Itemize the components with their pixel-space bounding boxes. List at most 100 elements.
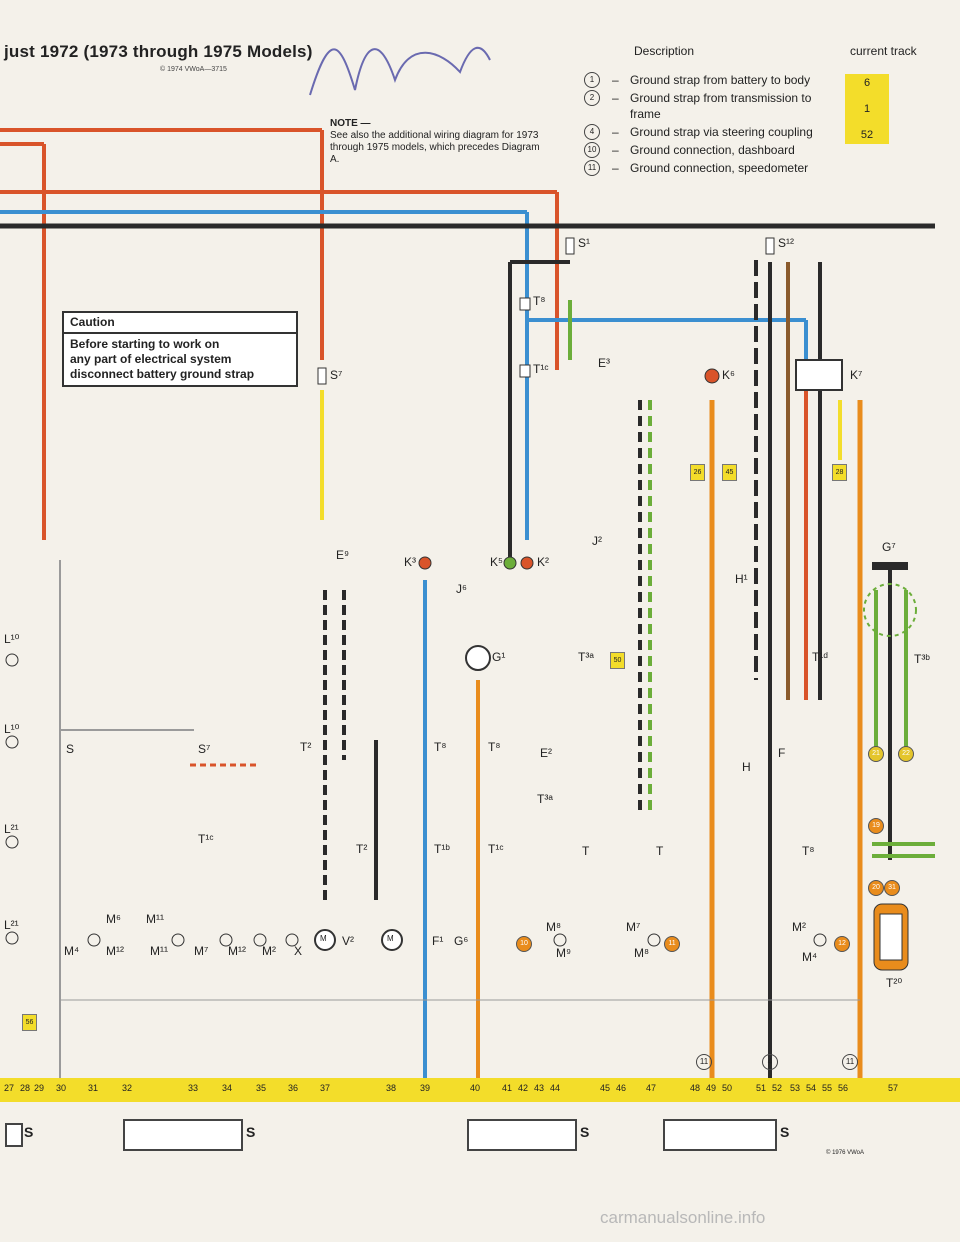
lamp-x-icon bbox=[285, 933, 299, 947]
track-value: 6 bbox=[863, 77, 871, 89]
label-t2: T² bbox=[300, 740, 312, 754]
connector-label: S bbox=[24, 1124, 34, 1140]
label-h: H bbox=[742, 760, 751, 774]
connector-label: S bbox=[246, 1124, 256, 1140]
track-badge-round: 31 bbox=[884, 880, 900, 896]
label-motor-m-2: M bbox=[387, 934, 394, 943]
label-l10-top: L¹⁰ bbox=[4, 632, 20, 646]
connector-strip-far-left bbox=[5, 1123, 23, 1147]
track-number: 50 bbox=[722, 1083, 733, 1093]
lamp-k6-icon bbox=[704, 368, 720, 384]
label-m7: M⁷ bbox=[194, 944, 209, 958]
label-m11: M¹¹ bbox=[146, 912, 164, 926]
label-e3: E³ bbox=[598, 356, 610, 370]
motor-m-icon bbox=[381, 929, 403, 951]
legend-item: 4–Ground strap via steering coupling bbox=[584, 124, 844, 140]
label-t3a-top: T³ᵃ bbox=[578, 650, 594, 664]
legend-text: Ground strap from transmission to frame bbox=[630, 91, 812, 121]
label-m9-left: M⁹ bbox=[556, 946, 572, 960]
track-number: 47 bbox=[646, 1083, 657, 1093]
label-t1b: T¹ᵇ bbox=[434, 842, 450, 856]
lamp-m12-icon bbox=[219, 933, 233, 947]
track-badge: 56 bbox=[22, 1014, 37, 1031]
lamp-m11-icon bbox=[171, 933, 185, 947]
track-number: 46 bbox=[616, 1083, 627, 1093]
label-l10: L¹⁰ bbox=[4, 722, 20, 736]
track-badge: 45 bbox=[722, 464, 737, 481]
label-m8-right: M⁸ bbox=[634, 946, 650, 960]
label-t2-low: T² bbox=[356, 842, 368, 856]
lamp-l21-icon bbox=[5, 931, 19, 945]
label-m6: M⁶ bbox=[106, 912, 121, 926]
label-t-right: T bbox=[656, 844, 664, 858]
track-badge-round: 11 bbox=[664, 936, 680, 952]
label-g6: G⁶ bbox=[454, 934, 469, 948]
track-number: 53 bbox=[790, 1083, 801, 1093]
lamp-m8-right-icon bbox=[647, 933, 661, 947]
fuel-gauge-g7-icon bbox=[872, 562, 908, 570]
track-number: 57 bbox=[888, 1083, 899, 1093]
track-number: 28 bbox=[20, 1083, 31, 1093]
page-title: just 1972 (1973 through 1975 Models) bbox=[4, 42, 313, 61]
note-heading: NOTE — bbox=[330, 118, 371, 129]
legend-item: 1–Ground strap from battery to body bbox=[584, 72, 844, 88]
label-t3b: T³ᵇ bbox=[914, 652, 930, 666]
label-m7-right: M⁷ bbox=[626, 920, 641, 934]
legend-list: 1–Ground strap from battery to body 2–Gr… bbox=[584, 72, 844, 178]
label-e9: E⁹ bbox=[336, 548, 350, 562]
lamp-m2-icon bbox=[253, 933, 267, 947]
legend-text: Ground strap via steering coupling bbox=[630, 125, 813, 139]
label-g1: G¹ bbox=[492, 650, 506, 664]
label-k6: K⁶ bbox=[722, 368, 735, 382]
label-t8: T⁸ bbox=[533, 294, 546, 308]
caution-body: Before starting to work on any part of e… bbox=[64, 334, 296, 385]
label-t3a: T³ᵃ bbox=[537, 792, 553, 806]
track-number: 56 bbox=[838, 1083, 849, 1093]
connector-strip-middle bbox=[467, 1119, 577, 1151]
track-badge: 26 bbox=[690, 464, 705, 481]
label-j6: J⁶ bbox=[456, 582, 467, 596]
legend-text: Ground connection, speedometer bbox=[630, 161, 809, 175]
legend-item: 2–Ground strap from transmission to fram… bbox=[584, 90, 844, 122]
legend-symbol: 4 bbox=[584, 124, 600, 140]
track-badge-round: 21 bbox=[868, 746, 884, 762]
copyright: © 1976 VWoA bbox=[826, 1150, 864, 1156]
page-subtitle: © 1974 VWoA—3715 bbox=[160, 66, 227, 73]
label-s12: S¹² bbox=[778, 236, 794, 250]
label-t1c: T¹ᶜ bbox=[533, 362, 549, 376]
caution-box: Caution Before starting to work on any p… bbox=[62, 311, 298, 387]
lamp-k5-icon bbox=[503, 556, 517, 570]
connector-t20-inner bbox=[879, 913, 903, 961]
track-number: 32 bbox=[122, 1083, 133, 1093]
label-f1: F¹ bbox=[432, 934, 444, 948]
fuse-s12-icon bbox=[765, 237, 775, 255]
track-badge-round: 12 bbox=[834, 936, 850, 952]
track-badge-round: 22 bbox=[898, 746, 914, 762]
label-s-left: S bbox=[66, 742, 75, 756]
connector-label: S bbox=[780, 1124, 790, 1140]
label-k2: K² bbox=[537, 555, 549, 569]
track-number: 49 bbox=[706, 1083, 717, 1093]
track-number: 41 bbox=[502, 1083, 513, 1093]
signature-scribble-icon bbox=[309, 46, 491, 96]
label-t1c-left: T¹ᶜ bbox=[198, 832, 214, 846]
track-number: 51 bbox=[756, 1083, 767, 1093]
label-k3: K³ bbox=[404, 555, 416, 569]
legend-text: Ground connection, dashboard bbox=[630, 143, 795, 157]
track-number: 27 bbox=[4, 1083, 15, 1093]
label-x: X bbox=[294, 944, 303, 958]
label-s7-left: S⁷ bbox=[198, 742, 211, 756]
description-heading: Description bbox=[634, 44, 695, 58]
lamp-k3-icon bbox=[418, 556, 432, 570]
label-m8-left: M⁸ bbox=[546, 920, 562, 934]
track-number: 48 bbox=[690, 1083, 701, 1093]
connector-strip-left bbox=[123, 1119, 243, 1151]
label-t8-mid-2: T⁸ bbox=[488, 740, 501, 754]
track-number: 38 bbox=[386, 1083, 397, 1093]
note-text: See also the additional wiring diagram f… bbox=[330, 130, 540, 165]
caution-line: any part of electrical system bbox=[70, 352, 232, 366]
label-t8-right: T⁸ bbox=[802, 844, 815, 858]
track-number: 29 bbox=[34, 1083, 45, 1093]
label-v2: V² bbox=[342, 934, 354, 948]
label-m4-right: M⁴ bbox=[802, 950, 818, 964]
